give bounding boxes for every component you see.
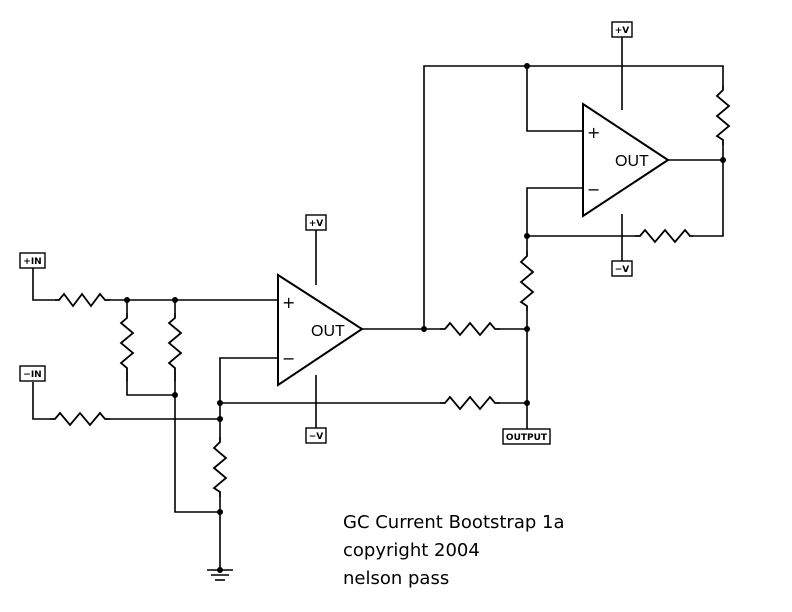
opamp-1: + − OUT [277,273,364,387]
caption-author: nelson pass [343,568,449,589]
port-label-amp2-vminus: −V [611,260,633,277]
svg-text:+IN: +IN [23,257,41,267]
resistor-r4 [167,313,183,381]
svg-text:−V: −V [615,265,630,275]
opamp-2-out-label: OUT [615,153,649,170]
wires [32,37,724,581]
opamp-1-plus-sign: + [282,293,295,312]
port-label-minus-in: −IN [19,365,46,382]
port-label-output: OUTPUT [502,428,551,445]
caption-copyright: copyright 2004 [343,540,480,561]
port-label-plus-in: +IN [19,252,46,269]
svg-text:+V: +V [615,26,630,36]
opamp-2-triangle [582,102,670,218]
resistors [50,85,731,497]
opamp-1-out-label: OUT [311,323,345,340]
caption: GC Current Bootstrap 1a copyright 2004 n… [343,512,565,589]
caption-title: GC Current Bootstrap 1a [343,512,565,533]
svg-text:OUTPUT: OUTPUT [506,433,548,443]
opamp-2-plus-sign: + [587,123,600,142]
opamp-2-minus-sign: − [587,180,600,199]
resistor-r7 [440,321,500,337]
resistor-r6 [440,395,500,411]
port-label-amp2-vplus: +V [611,21,633,38]
svg-text:−IN: −IN [23,370,41,380]
svg-text:+V: +V [309,219,324,229]
port-label-amp1-vminus: −V [305,427,327,444]
port-label-amp1-vplus: +V [305,214,327,231]
opamp-2: + − OUT [582,102,670,218]
resistor-r2 [50,411,110,427]
resistor-r5 [212,437,228,497]
resistor-r10 [635,228,693,244]
svg-text:−V: −V [309,432,324,442]
opamp-1-minus-sign: − [282,349,295,368]
junctions [124,63,726,573]
resistor-r9 [715,85,731,145]
opamp-1-triangle [277,273,364,387]
resistor-r3 [119,313,135,381]
resistor-r8 [519,251,535,311]
resistor-r1 [55,292,110,308]
